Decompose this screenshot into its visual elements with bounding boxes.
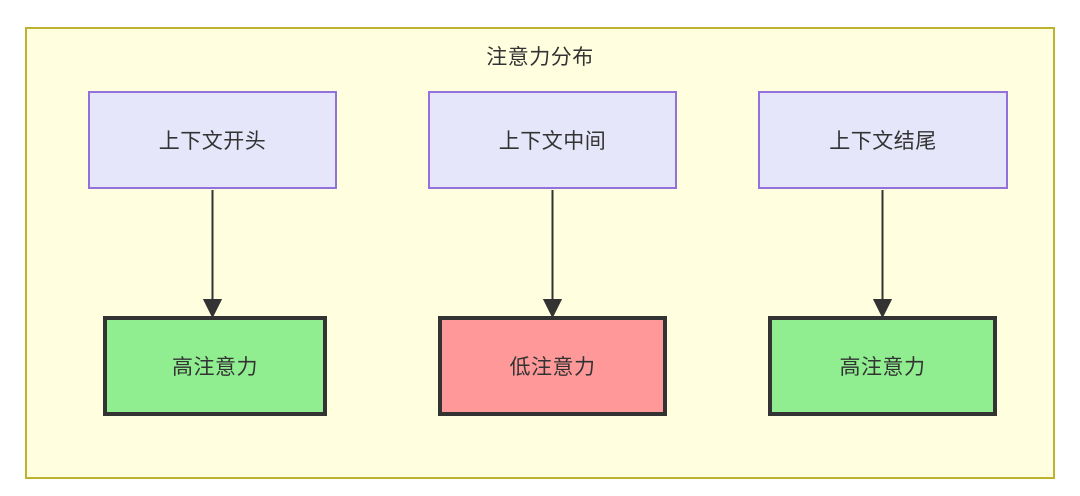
- node-context-end[interactable]: 上下文结尾: [758, 91, 1008, 189]
- node-attention-high-start[interactable]: 高注意力: [103, 316, 327, 416]
- node-attention-high-end[interactable]: 高注意力: [768, 316, 997, 416]
- node-context-middle[interactable]: 上下文中间: [428, 91, 677, 189]
- group-title: 注意力分布: [486, 46, 594, 69]
- node-attention-low-middle[interactable]: 低注意力: [438, 316, 667, 416]
- node-context-start[interactable]: 上下文开头: [88, 91, 337, 189]
